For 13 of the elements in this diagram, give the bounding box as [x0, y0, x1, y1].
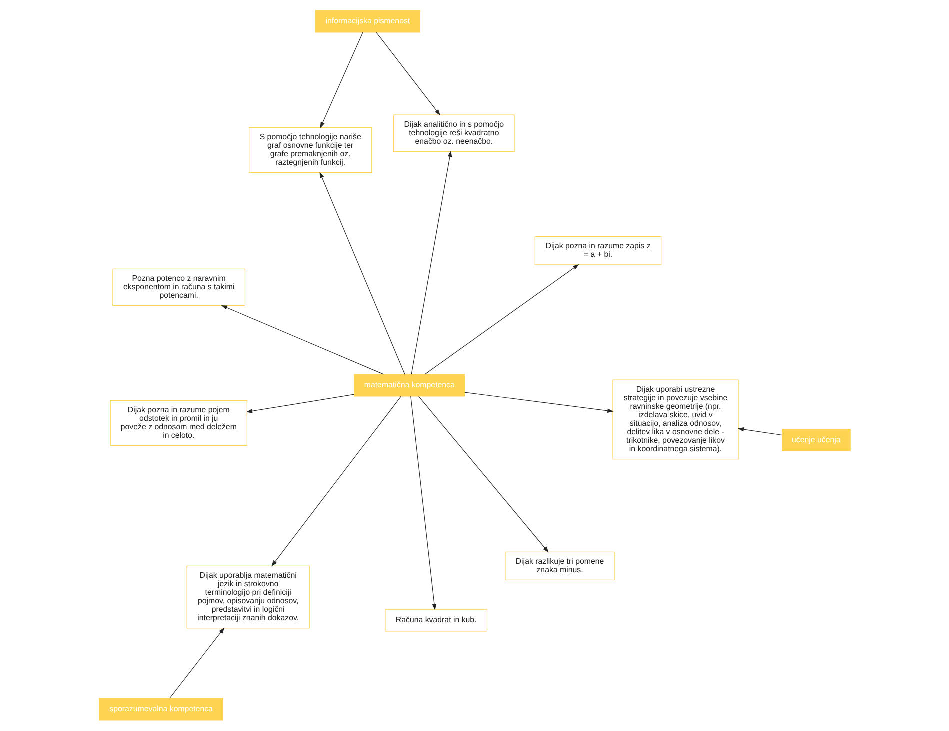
arrow: [246, 394, 354, 414]
arrow: [169, 628, 224, 699]
arrow: [410, 150, 452, 375]
arrow: [418, 396, 548, 553]
arrow: [464, 392, 614, 414]
arrow: [737, 428, 782, 436]
arrow: [424, 264, 579, 375]
arrow: [319, 172, 405, 375]
arrow: [410, 396, 436, 610]
arrow: [376, 32, 440, 116]
arrow: [220, 306, 384, 375]
arrow: [320, 32, 363, 128]
arrow: [271, 396, 401, 567]
